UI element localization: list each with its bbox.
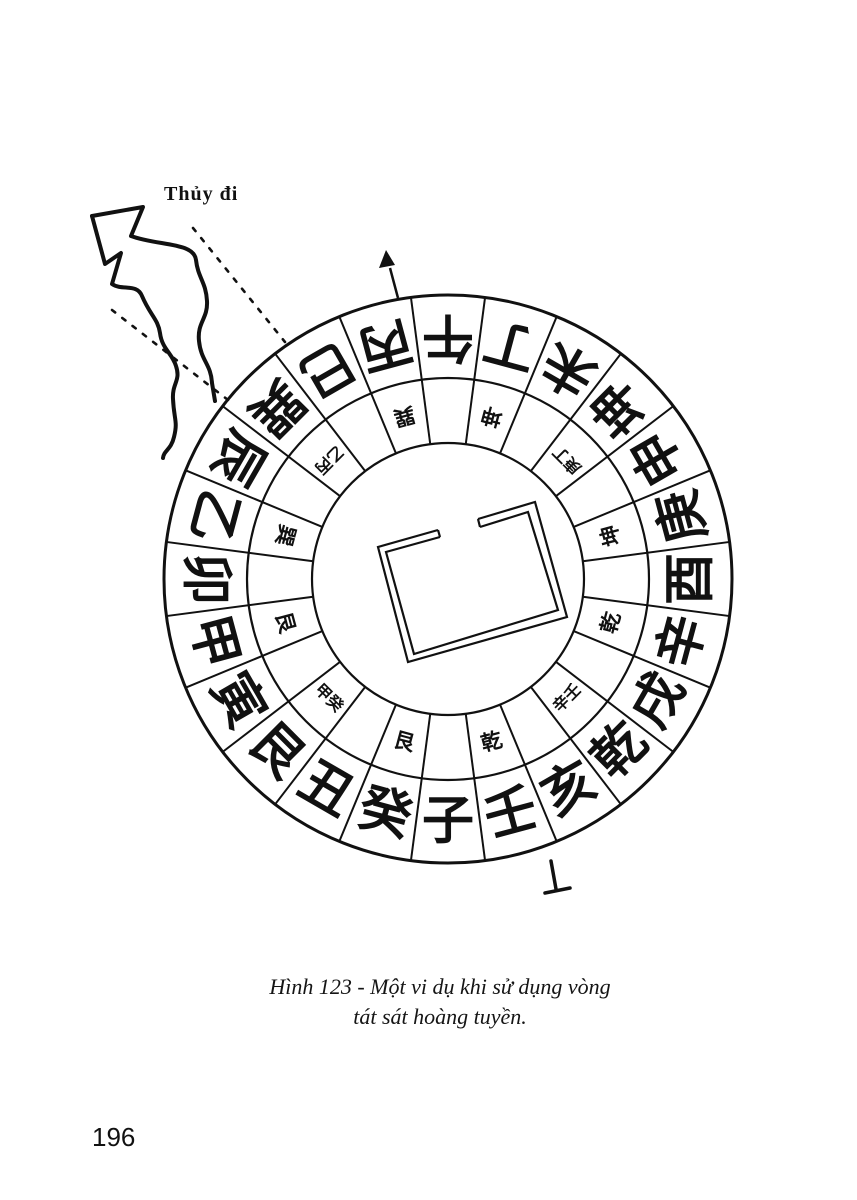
- compass-mountain-label: 卯: [176, 553, 237, 605]
- compass-sector-divider: [409, 713, 432, 861]
- compass-sector-divider: [529, 353, 622, 472]
- compass-inner-circle: [310, 441, 586, 717]
- compass-sector-divider: [555, 405, 674, 498]
- hoang-tuyen-label: 巽: [271, 522, 301, 549]
- river-right-bank-and-arrow-barb: [90, 205, 217, 403]
- hoang-tuyen-label: 艮: [391, 726, 419, 756]
- facing-arrow-shaft: [388, 267, 400, 299]
- hoang-tuyen-label: 甲癸: [311, 680, 348, 717]
- compass-sector-divider: [338, 704, 397, 842]
- compass-sector-divider: [338, 316, 397, 454]
- water-sight-line-upper: [191, 226, 287, 344]
- hoang-tuyen-label: 乾: [595, 609, 625, 636]
- page-number: 196: [92, 1122, 136, 1152]
- water-flow-label: Thủy đi: [164, 183, 239, 205]
- hoang-tuyen-label: 乾: [478, 726, 505, 756]
- center-house-inner-line: [384, 510, 560, 656]
- compass-sector-divider: [274, 686, 367, 805]
- compass-sector-divider: [222, 660, 341, 753]
- caption-line-1: Hình 123 - Một vi dụ khi sử dụng vòng: [269, 974, 611, 999]
- compass-sector-divider: [166, 540, 314, 563]
- compass-middle-circle: [245, 376, 651, 782]
- hoang-tuyen-label: 巽: [391, 402, 418, 432]
- compass-sector-divider: [185, 630, 323, 689]
- compass-mountain-label: 午: [422, 307, 474, 368]
- compass-sector-divider: [555, 660, 674, 753]
- compass-sector-divider: [464, 713, 487, 861]
- compass-sector-divider: [582, 595, 730, 618]
- hoang-tuyen-label: 乙丙: [311, 442, 347, 478]
- compass-sector-divider: [529, 686, 622, 805]
- compass-outer-circle: [162, 293, 734, 865]
- figure-caption: Hình 123 - Một vi dụ khi sử dụng vòng tá…: [0, 972, 857, 1032]
- center-house-door-gap-caps: [436, 518, 482, 538]
- hoang-tuyen-label: 辛壬: [549, 680, 585, 716]
- compass-sector-divider: [573, 630, 711, 689]
- facing-arrow-head: [379, 250, 395, 268]
- compass-sector-divider: [582, 540, 730, 563]
- compass-sector-divider: [464, 297, 487, 445]
- compass-sector-divider: [499, 704, 558, 842]
- hoang-tuyen-label: 坤: [478, 402, 505, 432]
- compass-sector-divider: [274, 353, 367, 472]
- compass-sector-divider: [409, 297, 432, 445]
- compass-sector-divider: [573, 469, 711, 528]
- caption-line-2: tát sát hoàng tuyền.: [353, 1004, 527, 1029]
- compass-mountain-label: 酉: [660, 553, 721, 605]
- compass-sector-divider: [499, 316, 558, 454]
- compass-sector-divider: [222, 405, 341, 498]
- compass-mountain-label: 子: [422, 791, 474, 852]
- hoang-tuyen-label: 艮: [271, 609, 301, 637]
- hoang-tuyen-label: 庚丁: [549, 442, 585, 478]
- sitting-direction-mark: [543, 859, 572, 895]
- compass-sector-divider: [185, 469, 323, 528]
- river-left-bank-and-arrow-barb: [90, 214, 180, 460]
- compass-sector-divider: [166, 595, 314, 618]
- center-house-outer-line: [376, 500, 569, 664]
- hoang-tuyen-label: 坤: [595, 522, 625, 549]
